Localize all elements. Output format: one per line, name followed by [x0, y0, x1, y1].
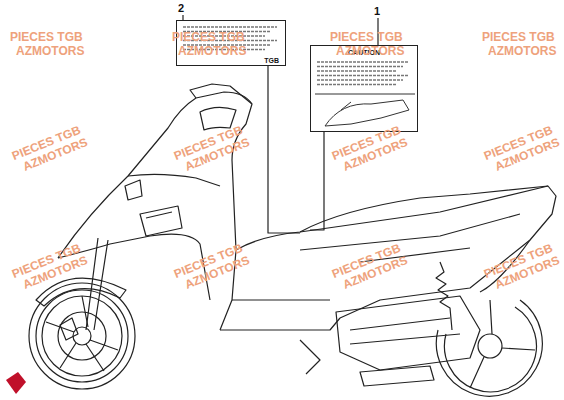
side-vent: [140, 206, 182, 236]
watermark: PIECES TGBAZMOTORS: [172, 30, 246, 58]
watermark: PIECES TGBAZMOTORS: [10, 122, 90, 176]
engine-unit: [336, 296, 480, 370]
watermark-text: PIECES TGB: [10, 30, 84, 44]
watermark-text: PIECES TGB: [172, 30, 246, 44]
callout-number: 1: [374, 5, 380, 17]
watermark-text: AZMOTORS: [172, 44, 246, 58]
caution-decal: CAUTION: [310, 45, 418, 132]
front-fender: [36, 278, 126, 306]
watermark: PIECES TGBAZMOTORS: [10, 30, 84, 58]
watermark-text: PIECES TGB: [482, 30, 556, 44]
side-cover-lines: [300, 214, 520, 262]
watermark: PIECES TGBAZMOTORS: [330, 30, 404, 58]
leader-line: [310, 132, 324, 230]
brake-caliper: [60, 318, 78, 340]
watermark: PIECES TGBAZMOTORS: [172, 240, 252, 294]
front-fork: [86, 238, 108, 330]
rear-wheel: [436, 300, 542, 396]
rear-shock: [436, 262, 452, 330]
seat: [300, 186, 548, 232]
indicator: [125, 180, 142, 200]
engine-lines: [350, 318, 460, 344]
front-apron: [58, 92, 252, 330]
front-wheel: [29, 283, 135, 389]
logo-mark: [6, 372, 26, 394]
watermark: PIECES TGBAZMOTORS: [482, 30, 556, 58]
callout-number: 2: [178, 2, 184, 14]
stand: [300, 340, 320, 374]
windscreen: [190, 84, 252, 104]
watermark: PIECES TGBAZMOTORS: [330, 240, 410, 294]
watermark-text: AZMOTORS: [482, 44, 556, 58]
watermark-text: AZMOTORS: [330, 44, 404, 58]
floorboard: [220, 300, 340, 330]
rear-body: [236, 186, 556, 318]
seat-pictogram: [311, 46, 419, 133]
watermark: PIECES TGBAZMOTORS: [482, 122, 562, 176]
body-crease: [128, 174, 220, 186]
watermark: PIECES TGBAZMOTORS: [172, 122, 252, 176]
watermark-text: AZMOTORS: [10, 44, 84, 58]
leader-line: [268, 66, 300, 233]
watermark-text: PIECES TGB: [330, 30, 404, 44]
watermark: PIECES TGBAZMOTORS: [10, 240, 90, 294]
watermark: PIECES TGBAZMOTORS: [482, 240, 562, 294]
exhaust: [360, 366, 434, 386]
brand-text: TGB: [262, 57, 281, 64]
